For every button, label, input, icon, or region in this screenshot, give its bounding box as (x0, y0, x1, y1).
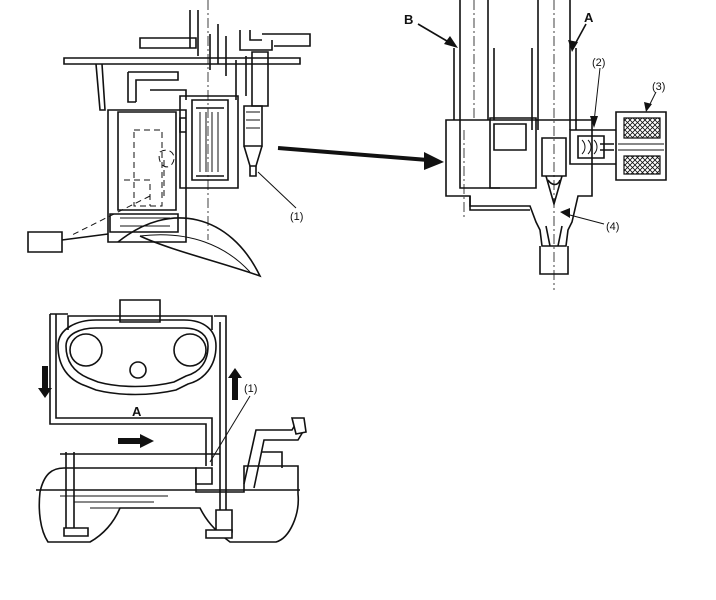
jet-pump-detail-drawing: B A (2) (3) (4) (404, 0, 667, 290)
detail-label-A: A (584, 10, 594, 25)
tank-callout-1: (1) (244, 383, 257, 395)
fuel-tank-schematic: A (1) (36, 299, 307, 543)
detail-callout-4: (4) (606, 221, 619, 233)
pump-callout-1: (1) (290, 211, 303, 223)
tank-label-A: A (132, 404, 142, 419)
detail-callout-3: (3) (652, 81, 665, 93)
detail-arrow (277, 146, 444, 170)
detail-callout-2: (2) (592, 57, 605, 69)
fuel-pump-assembly-drawing: (1) (27, 0, 311, 278)
detail-label-B: B (404, 12, 413, 27)
